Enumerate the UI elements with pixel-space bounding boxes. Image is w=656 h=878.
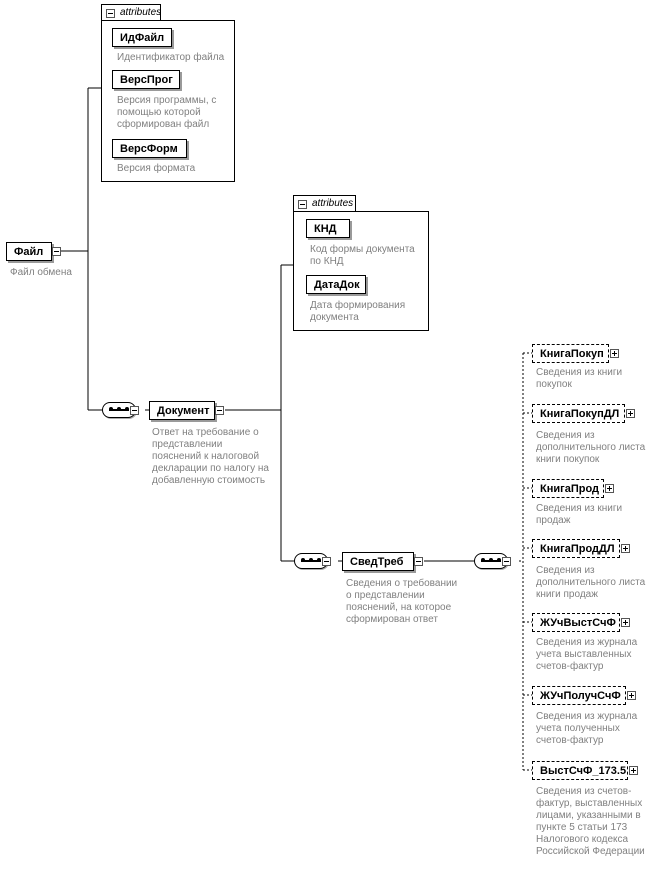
root-element-desc: Файл обмена [10,267,72,278]
collapse-icon[interactable] [414,557,423,566]
root-element-file[interactable]: Файл [6,242,52,261]
element-svedtreb-desc: Сведения о требовании о представлении по… [346,578,458,625]
element-document-desc: Ответ на требование о представлении пояс… [152,427,269,486]
attributes-label: attributes [120,7,162,18]
element-svedtreb[interactable]: СведТреб [342,552,414,571]
element-knigaproddl-desc: Сведения из дополнительного листа книги … [536,565,646,600]
collapse-icon[interactable] [106,9,115,18]
element-knigaprod[interactable]: КнигаПрод [532,479,604,498]
attr-versprog[interactable]: ВерсПрог [112,70,180,89]
element-name: ЖУчВыстСчФ [540,617,616,629]
element-name: ЖУчПолучСчФ [540,690,621,702]
element-name: КнигаПродДЛ [540,543,615,555]
expand-icon[interactable] [626,409,635,418]
attr-datadok-desc: Дата формирования документа [310,300,406,323]
element-vystschf-173-5-desc: Сведения из счетов-фактур, выставленных … [536,786,645,857]
attr-name: ДатаДок [314,279,360,291]
sequence-compositor[interactable] [474,553,511,569]
attr-knd[interactable]: КНД [306,219,350,238]
element-document[interactable]: Документ [149,401,215,420]
attr-name: ВерсПрог [120,74,173,86]
attr-idfile-desc: Идентификатор файла [117,52,225,63]
element-zhuchpoluchschf-desc: Сведения из журнала учета полученных сче… [536,711,638,746]
sequence-compositor[interactable] [102,402,139,418]
collapse-icon[interactable] [215,406,224,415]
attr-idfile[interactable]: ИдФайл [112,28,172,47]
collapse-icon[interactable] [322,557,331,566]
attr-versprog-desc: Версия программы, с помощью которой сфор… [117,95,217,130]
attr-name: ВерсФорм [120,143,178,155]
expand-icon[interactable] [627,691,636,700]
element-zhuchpoluchschf[interactable]: ЖУчПолучСчФ [532,686,626,705]
attr-name: ИдФайл [120,32,165,44]
expand-icon[interactable] [629,766,638,775]
expand-icon[interactable] [610,349,619,358]
element-knigapokup[interactable]: КнигаПокуп [532,344,609,363]
attr-versform[interactable]: ВерсФорм [112,139,187,158]
expand-icon[interactable] [605,484,614,493]
document-attributes-tab[interactable]: attributes [293,195,356,212]
attributes-label: attributes [312,198,354,209]
element-zhuchvystschf[interactable]: ЖУчВыстСчФ [532,613,620,632]
element-knigapokup-desc: Сведения из книги покупок [536,367,623,390]
element-name: КнигаПокуп [540,348,604,360]
expand-icon[interactable] [621,618,630,627]
element-name: Документ [157,405,210,417]
attr-knd-desc: Код формы документа по КНД [310,244,415,267]
element-knigapokupdl[interactable]: КнигаПокупДЛ [532,404,625,423]
root-attributes-tab[interactable]: attributes [101,4,161,21]
element-name: КнигаПокупДЛ [540,408,620,420]
element-vystschf-173-5[interactable]: ВыстСчФ_173.5 [532,761,628,780]
element-name: Файл [14,246,44,258]
element-name: ВыстСчФ_173.5 [540,765,627,777]
attr-versform-desc: Версия формата [117,163,196,174]
element-zhuchvystschf-desc: Сведения из журнала учета выставленных с… [536,637,638,672]
element-name: КнигаПрод [540,483,600,495]
element-knigapokupdl-desc: Сведения из дополнительного листа книги … [536,430,646,465]
element-knigaprod-desc: Сведения из книги продаж [536,503,623,526]
attr-name: КНД [314,223,337,235]
attr-datadok[interactable]: ДатаДок [306,275,366,294]
collapse-icon[interactable] [298,200,307,209]
expand-icon[interactable] [621,544,630,553]
sequence-compositor[interactable] [294,553,331,569]
element-name: СведТреб [350,556,404,568]
collapse-icon[interactable] [502,557,511,566]
collapse-icon[interactable] [52,247,61,256]
collapse-icon[interactable] [130,406,139,415]
element-knigaproddl[interactable]: КнигаПродДЛ [532,539,620,558]
